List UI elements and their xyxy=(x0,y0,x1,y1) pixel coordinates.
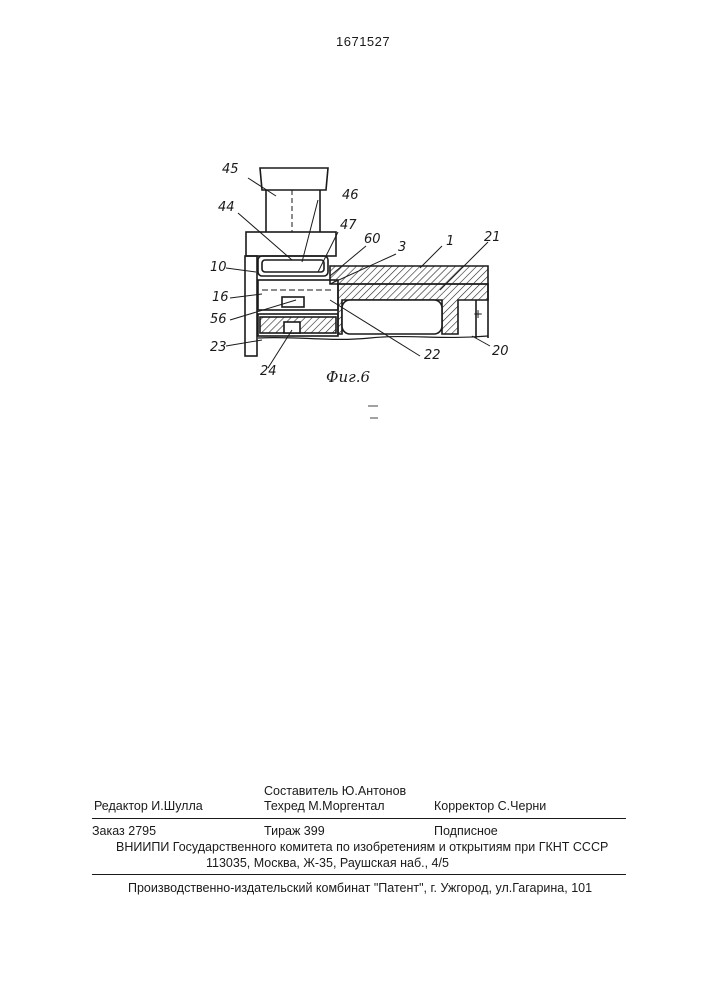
ref-label-21: 21 xyxy=(484,230,501,245)
technical-drawing-fig6: + xyxy=(0,0,707,420)
address: 113035, Москва, Ж-35, Раушская наб., 4/5 xyxy=(206,856,449,870)
part-45-cap xyxy=(260,168,328,190)
order: Заказ 2795 xyxy=(92,824,156,838)
ref-label-45: 45 xyxy=(222,162,239,177)
subscription: Подписное xyxy=(434,824,498,838)
ref-label-44: 44 xyxy=(218,200,235,215)
ref-label-3: 3 xyxy=(398,240,406,255)
techred: Техред М.Моргентал xyxy=(264,799,385,813)
ref-label-20: 20 xyxy=(492,344,509,359)
figure-caption: Фиг.6 xyxy=(326,368,370,386)
plate-1 xyxy=(330,266,488,284)
ref-label-56: 56 xyxy=(210,312,227,327)
printer: Производственно-издательский комбинат "П… xyxy=(128,881,592,895)
ref-label-60: 60 xyxy=(364,232,381,247)
circulation: Тираж 399 xyxy=(264,824,325,838)
ref-label-47: 47 xyxy=(340,218,357,233)
housing-top xyxy=(246,232,336,256)
part-16 xyxy=(258,280,338,310)
ref-label-16: 16 xyxy=(212,290,229,305)
compiler: Составитель Ю.Антонов xyxy=(264,784,406,798)
ref-label-1: 1 xyxy=(446,234,454,249)
divider-top xyxy=(92,818,626,819)
institute: ВНИИПИ Государственного комитета по изоб… xyxy=(116,840,608,854)
corrector: Корректор С.Черни xyxy=(434,799,546,813)
ref-label-10: 10 xyxy=(210,260,227,275)
ref-label-22: 22 xyxy=(424,348,441,363)
ref-label-23: 23 xyxy=(210,340,227,355)
divider-bottom xyxy=(92,874,626,875)
svg-text:+: + xyxy=(473,307,483,321)
editor: Редактор И.Шулла xyxy=(94,799,203,813)
ref-label-24: 24 xyxy=(260,364,277,379)
part-46 xyxy=(258,256,328,276)
ref-label-46: 46 xyxy=(342,188,359,203)
